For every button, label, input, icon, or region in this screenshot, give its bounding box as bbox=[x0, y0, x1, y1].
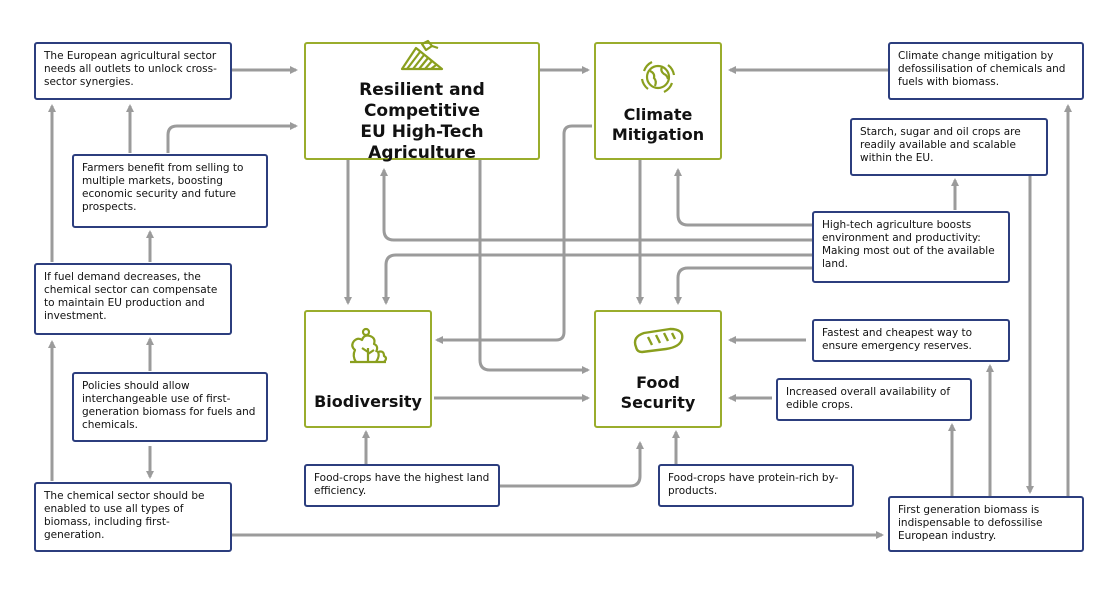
arrow-agri-to-food bbox=[478, 160, 590, 374]
box-hightech: High-tech agriculture boosts environment… bbox=[812, 211, 1010, 283]
hub-climate: Climate Mitigation bbox=[594, 42, 722, 160]
box-fuel-demand: If fuel demand decreases, the chemical s… bbox=[34, 263, 232, 335]
hub-food-security: Food Security bbox=[594, 310, 722, 428]
arrow-hightech-to-climate bbox=[674, 168, 812, 227]
arrow-hightech-to-agri bbox=[380, 168, 812, 242]
box-outlets: The European agricultural sector needs a… bbox=[34, 42, 232, 100]
box-first-gen: First generation biomass is indispensabl… bbox=[888, 496, 1084, 552]
globe-icon bbox=[638, 57, 678, 101]
box-chemical-sector: The chemical sector should be enabled to… bbox=[34, 482, 232, 552]
arrow-hightech-to-food bbox=[674, 266, 812, 305]
hub-agriculture: Resilient and Competitive EU High-Tech A… bbox=[304, 39, 540, 163]
box-protein: Food-crops have protein-rich by-products… bbox=[658, 464, 854, 507]
hub-biodiversity-title: Biodiversity bbox=[314, 392, 422, 411]
plant-icon bbox=[346, 326, 390, 370]
hub-agriculture-line2: EU High-Tech Agriculture bbox=[360, 122, 484, 163]
arrow-climate-to-biodiversity bbox=[435, 124, 592, 344]
bread-icon bbox=[630, 325, 686, 359]
box-increased: Increased overall availability of edible… bbox=[776, 378, 972, 421]
box-starch: Starch, sugar and oil crops are readily … bbox=[850, 118, 1048, 176]
box-defossilisation: Climate change mitigation by defossilisa… bbox=[888, 42, 1084, 100]
box-policies: Policies should allow interchangeable us… bbox=[72, 372, 268, 442]
field-icon bbox=[398, 38, 446, 76]
hub-agriculture-line1: Resilient and Competitive bbox=[359, 80, 485, 121]
box-land-efficiency: Food-crops have the highest land efficie… bbox=[304, 464, 500, 507]
arrow-landeff-to-food bbox=[500, 441, 644, 488]
box-fastest: Fastest and cheapest way to ensure emerg… bbox=[812, 319, 1010, 362]
box-farmers: Farmers benefit from selling to multiple… bbox=[72, 154, 268, 228]
arrow-farmers-to-agri bbox=[166, 122, 298, 153]
hub-food-line1: Food bbox=[636, 373, 680, 392]
hub-food-line2: Security bbox=[620, 393, 696, 412]
hub-climate-line2: Mitigation bbox=[611, 125, 705, 144]
hub-biodiversity: Biodiversity bbox=[304, 310, 432, 428]
hub-climate-line1: Climate bbox=[623, 105, 693, 124]
arrow-hightech-to-biodiversity bbox=[382, 253, 812, 305]
